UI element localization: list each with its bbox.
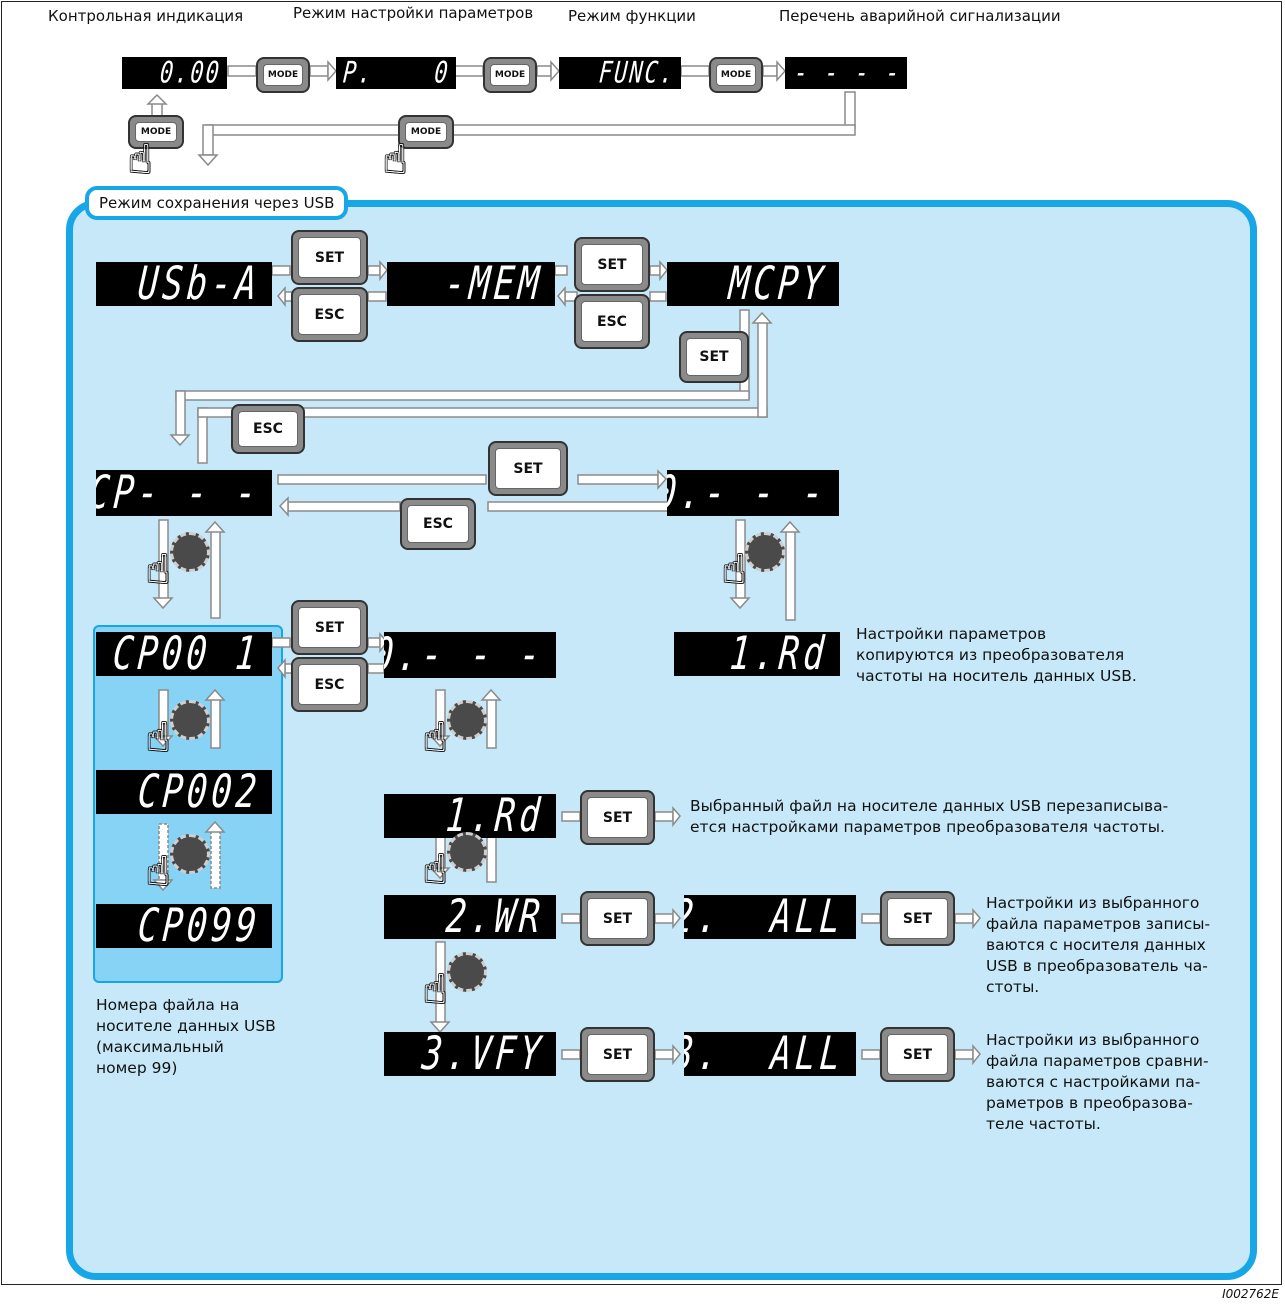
set-button[interactable]: SET <box>580 891 655 946</box>
hand-press-icon: ☝ <box>423 847 448 893</box>
set-button-label: SET <box>887 898 948 939</box>
display-three-all: 3. ALL <box>684 1032 856 1076</box>
display-usb-a: USb-A <box>96 262 272 306</box>
set-button[interactable]: SET <box>880 891 955 946</box>
hand-press-icon: ☝ <box>128 137 153 183</box>
display-two-wr: 2.WR <box>384 895 556 939</box>
esc-button-label: ESC <box>298 664 361 705</box>
set-button[interactable]: SET <box>580 790 655 845</box>
display-mem: -MEM <box>387 262 555 306</box>
dial-icon[interactable] <box>447 700 487 740</box>
set-button[interactable]: SET <box>679 331 749 383</box>
esc-button[interactable]: ESC <box>291 287 368 342</box>
set-button[interactable]: SET <box>880 1027 955 1082</box>
figure-code: I002762E <box>1222 1287 1279 1301</box>
display-two-all: 2. ALL <box>684 895 856 939</box>
esc-button[interactable]: ESC <box>574 294 650 349</box>
set-button-label: SET <box>587 1034 648 1075</box>
hand-press-icon: ☝ <box>722 547 747 593</box>
mode-button-label: MODE <box>716 64 756 86</box>
description-write: Настройки из выбранного файла параметров… <box>986 894 1211 996</box>
hand-press-icon: ☝ <box>146 547 171 593</box>
esc-button-label: ESC <box>407 505 469 543</box>
esc-button[interactable]: ESC <box>400 498 476 550</box>
dial-icon[interactable] <box>170 700 210 740</box>
label-param-mode: Режим настройки параметров <box>293 4 534 22</box>
usb-mode-tab: Режим сохранения через USB <box>85 186 349 220</box>
set-button[interactable]: SET <box>291 230 368 285</box>
set-button-label: SET <box>686 338 742 376</box>
display-zero-top: 0.- - - <box>667 470 839 516</box>
hand-press-icon: ☝ <box>423 967 448 1013</box>
set-button-label: SET <box>581 244 643 285</box>
mode-button[interactable]: MODE <box>709 57 763 93</box>
mode-button-label: MODE <box>263 64 303 86</box>
mode-button-label: MODE <box>135 122 177 142</box>
set-button-label: SET <box>495 448 561 489</box>
display-cp099: CP099 <box>96 904 272 948</box>
mode-button[interactable]: MODE <box>128 115 184 149</box>
hand-press-icon: ☝ <box>383 137 408 183</box>
description-read: Настройки параметров копируются из преоб… <box>856 625 1137 685</box>
esc-button[interactable]: ESC <box>291 657 368 712</box>
display-alarm: E - - - - <box>785 57 907 89</box>
label-alarm-list: Перечень аварийной сигнализации <box>779 7 1061 25</box>
set-button[interactable]: SET <box>291 600 368 655</box>
set-button-label: SET <box>887 1034 948 1075</box>
hand-press-icon: ☝ <box>423 715 448 761</box>
hand-press-icon: ☝ <box>146 715 171 761</box>
description-file-numbers: Номера файла на носителе данных USB (мак… <box>96 996 276 1077</box>
display-mcpy: MCPY <box>667 262 839 306</box>
esc-button-label: ESC <box>298 294 361 335</box>
dial-icon[interactable] <box>447 832 487 872</box>
display-one-rd-mid: 1.Rd <box>384 794 556 838</box>
mode-button[interactable]: MODE <box>483 57 537 93</box>
mode-button[interactable]: MODE <box>398 115 454 149</box>
set-button-label: SET <box>298 607 361 648</box>
set-button[interactable]: SET <box>488 441 568 496</box>
display-monitor: 0.00 <box>122 57 227 89</box>
set-button[interactable]: SET <box>574 237 650 292</box>
dial-icon[interactable] <box>447 952 487 992</box>
label-monitor: Контрольная индикация <box>48 7 244 25</box>
display-cp002: CP002 <box>96 770 272 814</box>
display-func: FUNC. <box>559 57 681 89</box>
dial-icon[interactable] <box>170 834 210 874</box>
display-zero-mid: 0.- - - <box>384 632 556 678</box>
display-cp-blank: CP- - - <box>96 470 272 516</box>
display-one-rd-right: 1.Rd <box>674 632 840 676</box>
dial-icon[interactable] <box>170 532 210 572</box>
hand-press-icon: ☝ <box>146 849 171 895</box>
display-cp001: CP00 1 <box>96 632 272 676</box>
description-overwrite: Выбранный файл на носителе данных USB пе… <box>690 797 1169 836</box>
esc-button-label: ESC <box>581 301 643 342</box>
dial-icon[interactable] <box>745 532 785 572</box>
display-param: P. 0 <box>336 57 456 89</box>
mode-button-label: MODE <box>405 122 447 142</box>
esc-button-label: ESC <box>238 411 298 447</box>
display-three-vfy: 3.VFY <box>384 1032 556 1076</box>
set-button[interactable]: SET <box>580 1027 655 1082</box>
arrow-monitor-to-mode <box>227 65 257 77</box>
label-function-mode: Режим функции <box>568 7 696 25</box>
mode-button[interactable]: MODE <box>256 57 310 93</box>
set-button-label: SET <box>587 797 648 838</box>
description-verify: Настройки из выбранного файла параметров… <box>986 1031 1209 1133</box>
esc-button[interactable]: ESC <box>231 404 305 454</box>
mode-button-label: MODE <box>490 64 530 86</box>
set-button-label: SET <box>587 898 648 939</box>
set-button-label: SET <box>298 237 361 278</box>
